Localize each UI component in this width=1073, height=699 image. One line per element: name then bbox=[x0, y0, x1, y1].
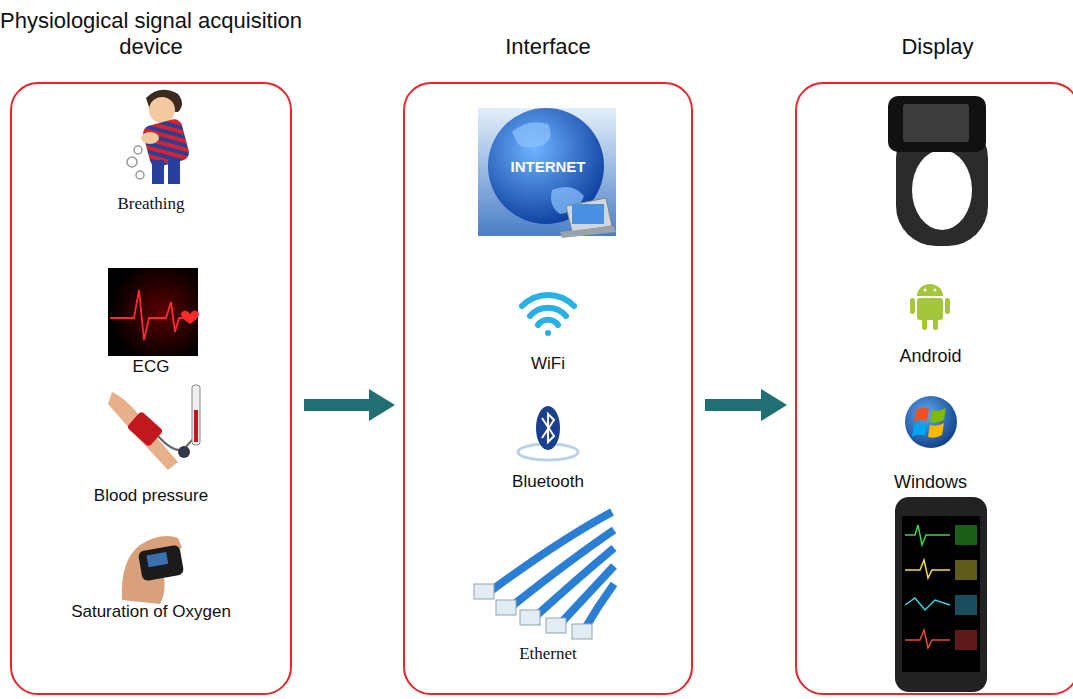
interface-label: Bluetooth bbox=[405, 472, 691, 492]
column-heading: Physiological signal acquisition device bbox=[0, 8, 310, 61]
platform-label: Android bbox=[790, 346, 1071, 368]
signal-label: Breathing bbox=[12, 194, 290, 214]
flow-arrow bbox=[304, 389, 395, 421]
watch-icon bbox=[888, 96, 988, 246]
internet-icon bbox=[478, 108, 616, 238]
signal-label: Saturation of Oxygen bbox=[12, 602, 290, 622]
interface-label: Ethernet bbox=[405, 644, 691, 664]
flow-arrow bbox=[705, 389, 787, 421]
platform-label: Windows bbox=[790, 472, 1071, 494]
breathing-icon bbox=[127, 90, 191, 184]
ethernet-icon bbox=[474, 512, 614, 639]
signal-label: ECG bbox=[12, 357, 290, 377]
interface-label: WiFi bbox=[405, 354, 691, 374]
bluetooth-icon bbox=[518, 406, 578, 460]
ecg-icon bbox=[108, 268, 199, 356]
android-icon bbox=[910, 284, 950, 330]
column-heading: Interface bbox=[385, 34, 711, 60]
phone-icon bbox=[895, 497, 987, 692]
windows-icon bbox=[905, 396, 957, 448]
group-box: Physiological signal acquisition deviceB… bbox=[10, 82, 292, 695]
group-box: DisplayAndroidWindows bbox=[795, 82, 1073, 695]
column-heading: Display bbox=[777, 34, 1073, 60]
wifi-icon bbox=[522, 295, 574, 336]
signal-label: Blood pressure bbox=[12, 486, 290, 506]
blood-pressure-icon bbox=[108, 385, 200, 470]
image-caption: INTERNET bbox=[488, 158, 608, 176]
group-box: InterfaceINTERNETWiFiBluetoothEthernet bbox=[403, 82, 693, 695]
oximeter-icon bbox=[122, 536, 184, 604]
